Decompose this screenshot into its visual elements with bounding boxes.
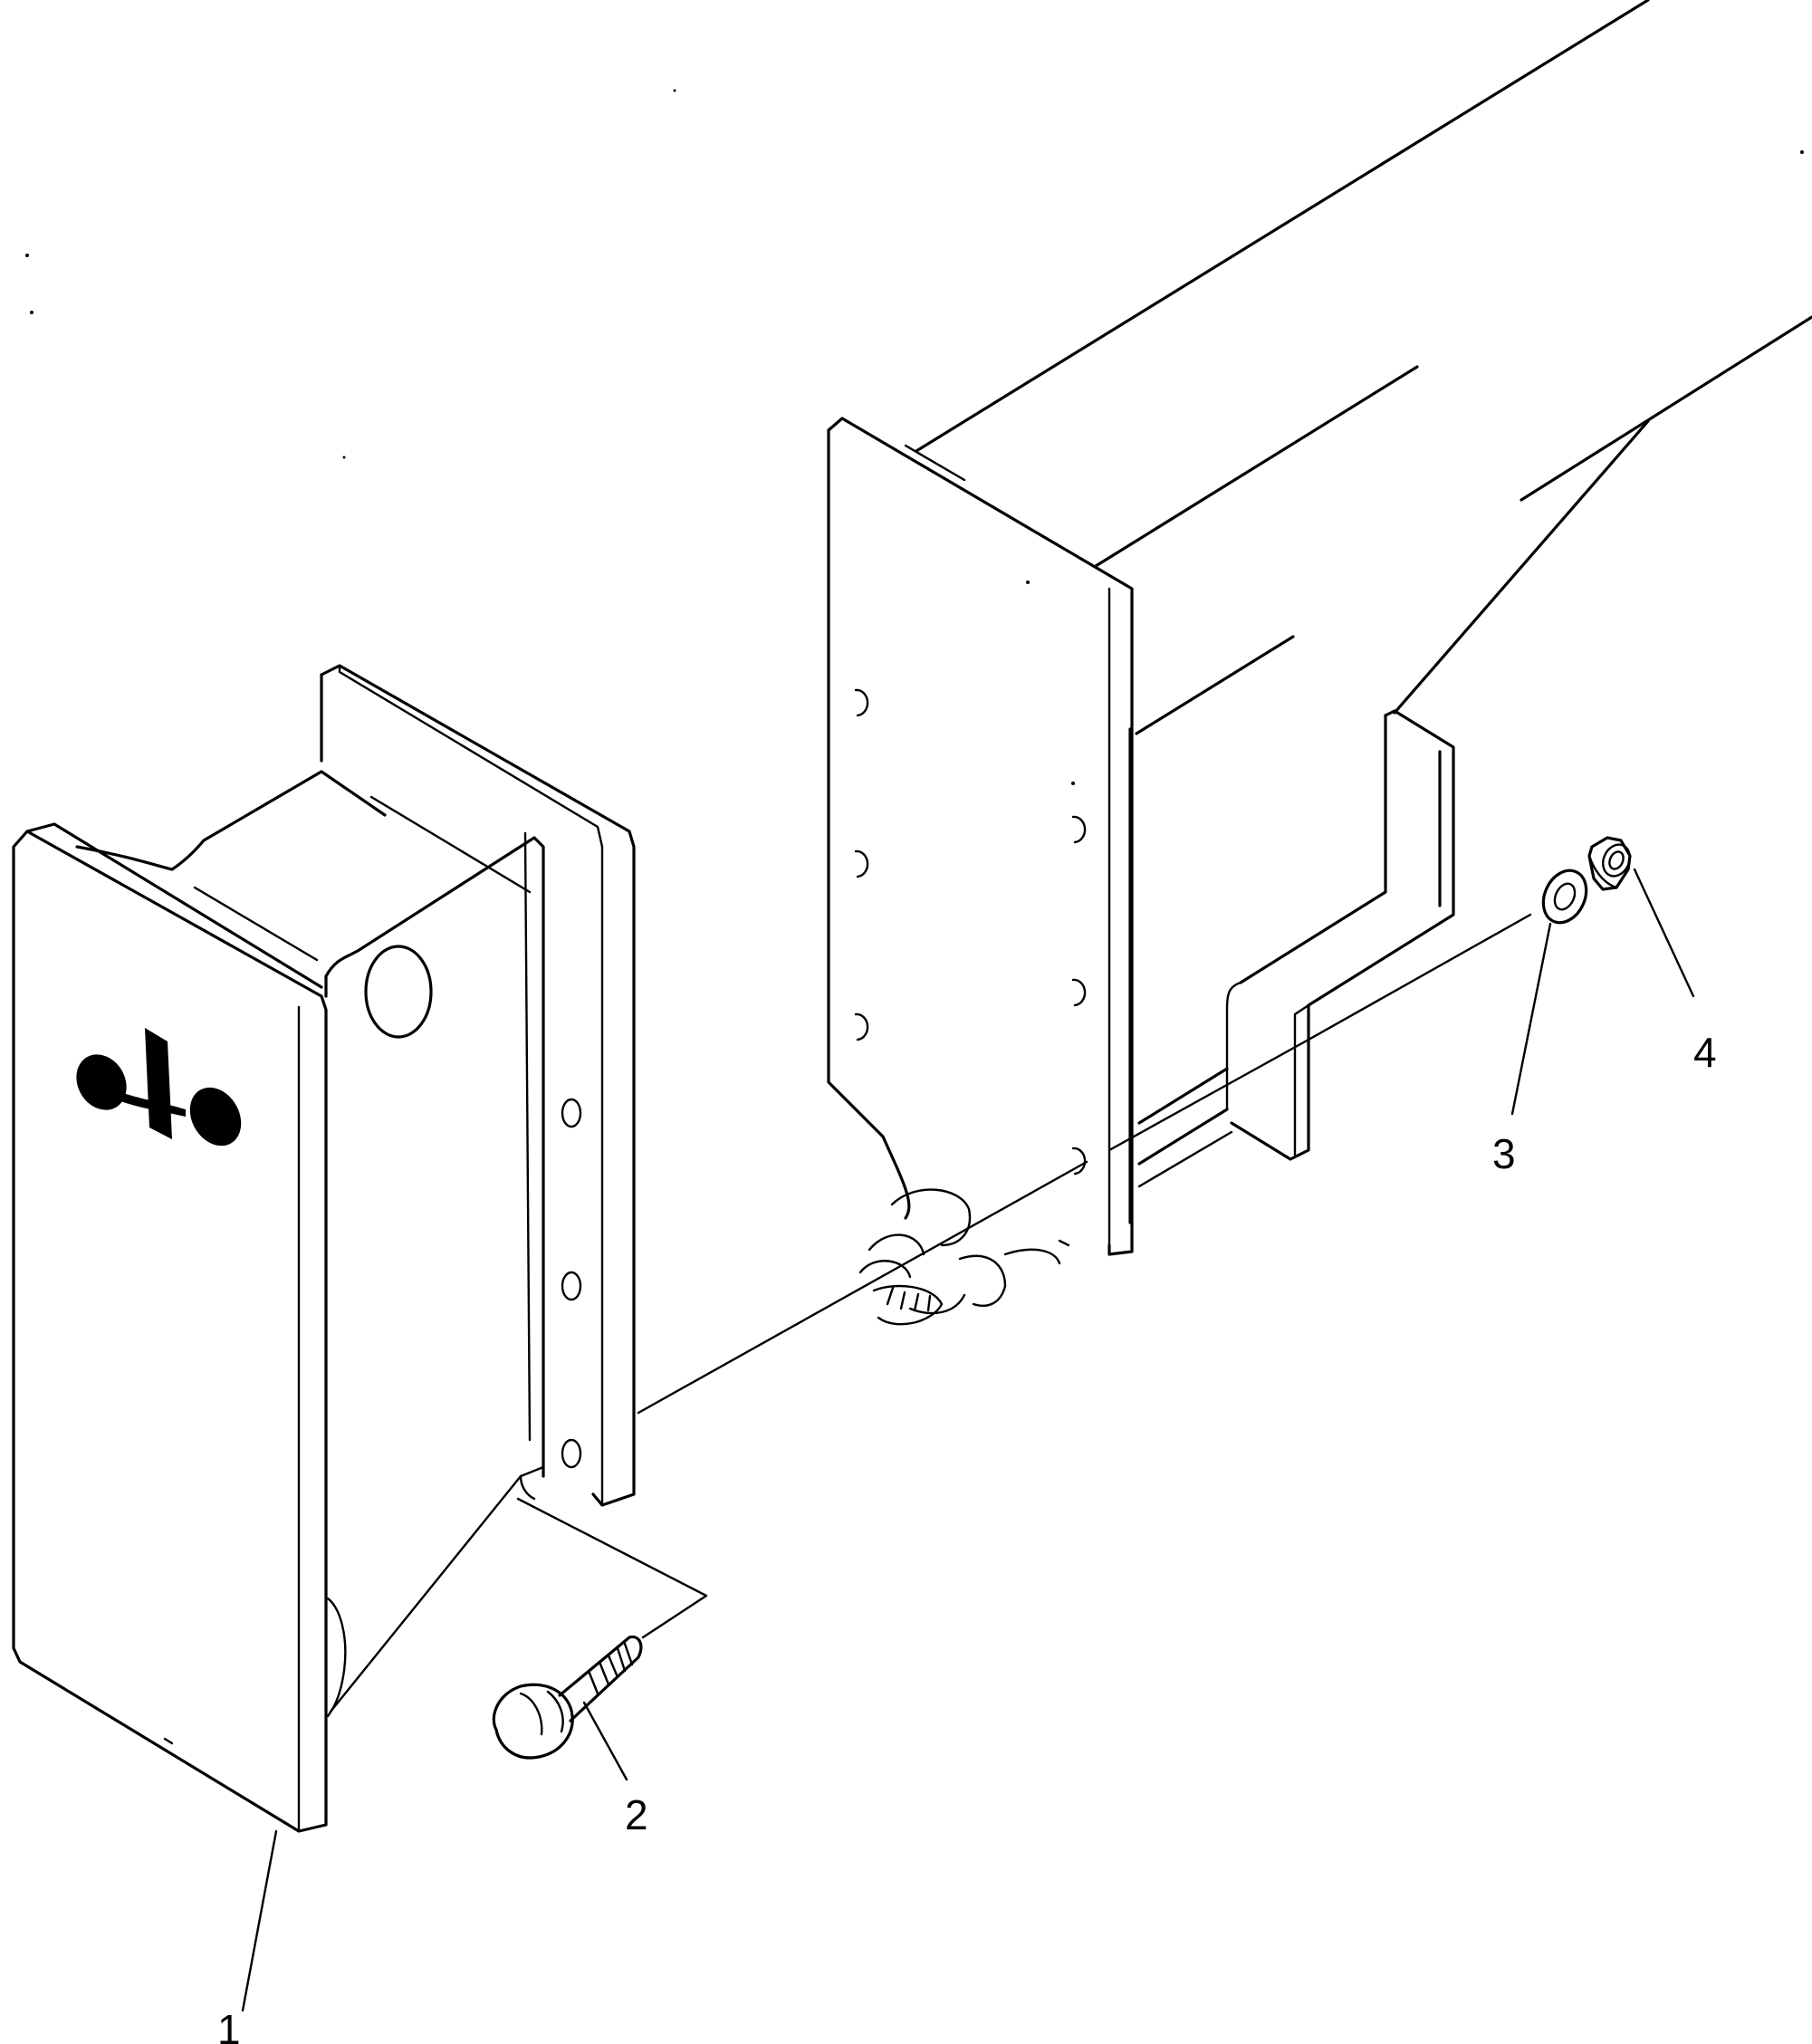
assembly-lines [329,913,1532,1713]
mounting-plate [827,417,1134,1326]
washer [1541,868,1588,925]
counterweight-block [12,664,636,1833]
scan-specks [25,89,1804,785]
nut [1587,836,1632,891]
leader-lines [241,868,1695,2012]
callout-1: 1 [217,2006,241,2044]
frame-beam [915,0,1812,1224]
callout-2: 2 [625,1791,648,1838]
callout-3: 3 [1492,1130,1516,1177]
logo-emblem [76,1028,242,1147]
callout-4: 4 [1693,1029,1717,1076]
bolt [492,1635,643,1760]
